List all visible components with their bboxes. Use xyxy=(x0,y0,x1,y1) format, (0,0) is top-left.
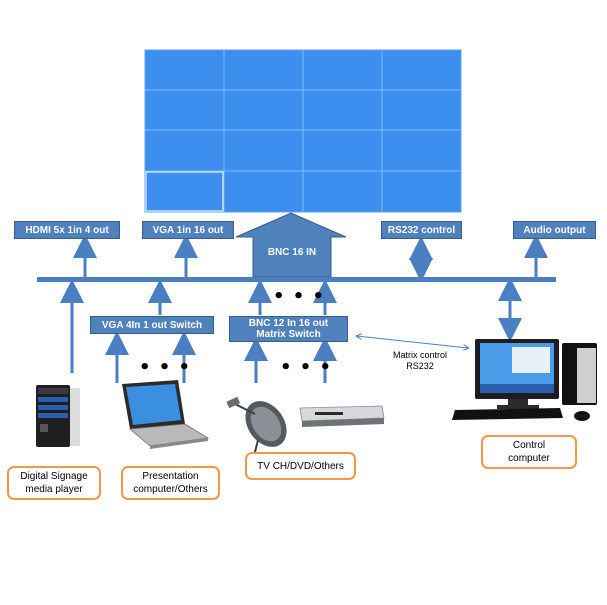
matrix-control-link xyxy=(357,336,468,348)
bnc-in-label: BNC 16 IN xyxy=(267,247,317,258)
presentation-computer-label: Presentation computer/Others xyxy=(121,466,220,500)
matrix-control-line1: Matrix control xyxy=(392,350,447,360)
rs232-control-label: RS232 control xyxy=(381,221,462,239)
vga-switch-label: VGA 4In 1 out Switch xyxy=(90,316,214,334)
bnc-matrix-switch-label: BNC 12 In 16 out Matrix Switch xyxy=(229,316,348,342)
hdmi-output-label: HDMI 5x 1in 4 out xyxy=(14,221,120,239)
signage-line1: Digital Signage xyxy=(20,471,88,482)
dvd-player-icon xyxy=(299,405,385,427)
matrix-control-line2: RS232 xyxy=(406,361,434,371)
matrix-control-label: Matrix control RS232 xyxy=(385,350,455,372)
bnc-matrix-line2: Matrix Switch xyxy=(256,329,321,340)
control-computer-label: Control computer xyxy=(481,435,577,469)
pc-tower-icon xyxy=(36,385,80,447)
video-wall-icon xyxy=(144,49,462,213)
satellite-dish-icon xyxy=(226,396,287,457)
control-line1: Control xyxy=(512,440,546,451)
presentation-line1: Presentation xyxy=(142,471,199,482)
dots-tv: • • • xyxy=(280,357,333,378)
bnc-matrix-line1: BNC 12 In 16 out xyxy=(248,318,329,329)
input-connectors xyxy=(60,277,522,383)
control-line2: computer xyxy=(508,453,550,464)
signage-line2: media player xyxy=(25,484,83,495)
dots-bnc-top: • • • xyxy=(273,286,326,307)
presentation-line2: computer/Others xyxy=(133,484,208,495)
vga-output-label: VGA 1in 16 out xyxy=(142,221,234,239)
bnc-in-arrow xyxy=(235,212,347,278)
tv-dvd-label: TV CH/DVD/Others xyxy=(245,452,356,480)
dots-presentation: • • • xyxy=(139,357,192,378)
digital-signage-label: Digital Signage media player xyxy=(7,466,101,500)
signal-bus xyxy=(37,277,556,282)
desktop-computer-icon xyxy=(452,339,597,421)
output-connectors xyxy=(73,234,548,282)
audio-output-label: Audio output xyxy=(513,221,596,239)
laptop-icon xyxy=(122,380,210,449)
